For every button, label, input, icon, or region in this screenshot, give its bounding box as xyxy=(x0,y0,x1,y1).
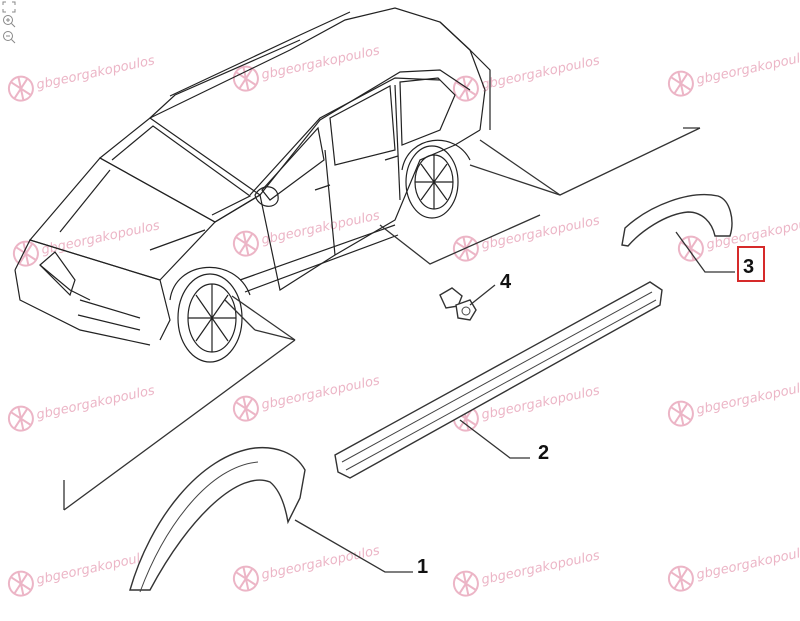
watermark-logo-icon xyxy=(232,565,259,592)
part-1-front-wheel-arch[interactable] xyxy=(129,446,306,593)
watermark: gbgeorgakopoulos xyxy=(232,43,381,92)
watermark-logo-icon xyxy=(667,400,694,427)
watermark-logo-icon xyxy=(452,570,479,597)
zoom-in-icon[interactable] xyxy=(1,14,17,28)
part-3-rear-wheel-arch[interactable] xyxy=(621,194,733,247)
watermark-text: gbgeorgakopoulos xyxy=(695,543,800,583)
watermark-text: gbgeorgakopoulos xyxy=(260,543,381,583)
part-2-side-sill[interactable] xyxy=(334,281,663,479)
watermark-logo-icon xyxy=(232,395,259,422)
watermark-logo-icon xyxy=(667,70,694,97)
watermark: gbgeorgakopoulos xyxy=(667,48,800,97)
fit-screen-icon[interactable] xyxy=(1,0,17,14)
callout-4-label[interactable]: 4 xyxy=(500,271,512,293)
watermark-logo-icon xyxy=(12,240,39,267)
watermark-logo-icon xyxy=(7,405,34,432)
callout-3-highlight xyxy=(737,246,765,282)
watermark: gbgeorgakopoulos xyxy=(7,383,156,432)
car-illustration xyxy=(14,7,491,363)
watermark: gbgeorgakopoulos xyxy=(12,218,161,267)
watermark-text: gbgeorgakopoulos xyxy=(35,383,156,423)
watermark-text: gbgeorgakopoulos xyxy=(695,378,800,418)
watermark-logo-icon xyxy=(452,75,479,102)
watermark-text: gbgeorgakopoulos xyxy=(260,373,381,413)
watermark: gbgeorgakopoulos xyxy=(232,373,381,422)
watermark-layer: gbgeorgakopoulos gbgeorgakopoulos gbgeorga… xyxy=(7,43,800,597)
watermark-text: gbgeorgakopoulos xyxy=(480,548,601,588)
watermark: gbgeorgakopoulos xyxy=(452,548,601,597)
watermark-logo-icon xyxy=(7,75,34,102)
leader-lines xyxy=(294,231,735,573)
watermark: gbgeorgakopoulos xyxy=(667,543,800,592)
watermark: gbgeorgakopoulos xyxy=(452,53,601,102)
watermark-text: gbgeorgakopoulos xyxy=(40,218,161,258)
watermark-logo-icon xyxy=(232,65,259,92)
zoom-out-icon[interactable] xyxy=(1,30,17,44)
watermark-text: gbgeorgakopoulos xyxy=(260,208,381,248)
watermark-text: gbgeorgakopoulos xyxy=(35,53,156,93)
callout-2-label[interactable]: 2 xyxy=(538,442,549,464)
watermark-logo-icon xyxy=(232,230,259,257)
callout-3-label[interactable]: 3 xyxy=(743,256,754,278)
watermark: gbgeorgakopoulos xyxy=(7,53,156,102)
watermark: gbgeorgakopoulos xyxy=(232,543,381,592)
watermark: gbgeorgakopoulos xyxy=(452,213,601,262)
watermark-logo-icon xyxy=(667,565,694,592)
watermark: gbgeorgakopoulos xyxy=(667,378,800,427)
callout-1-label[interactable]: 1 xyxy=(417,556,428,578)
watermark-text: gbgeorgakopoulos xyxy=(695,48,800,88)
reference-lines xyxy=(63,127,701,511)
watermark-logo-icon xyxy=(7,570,34,597)
watermark-text: gbgeorgakopoulos xyxy=(480,53,601,93)
